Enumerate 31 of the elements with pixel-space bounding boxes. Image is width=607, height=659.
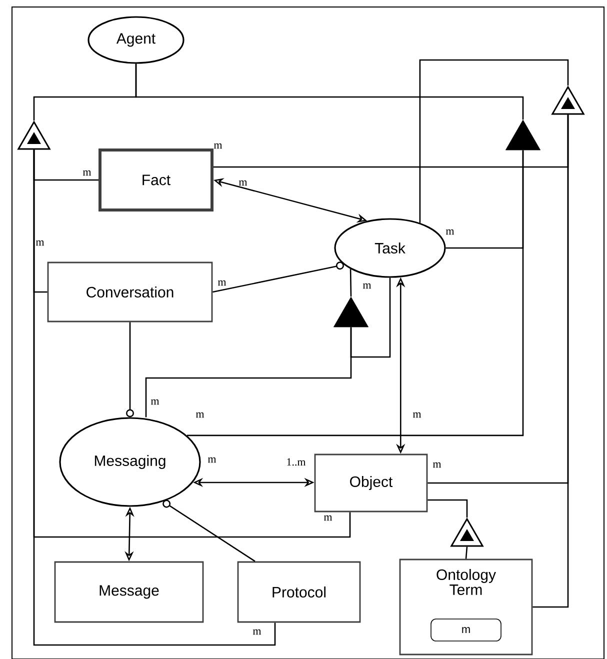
entity-box: Protocol bbox=[237, 561, 361, 623]
entity-box: Fact bbox=[98, 148, 214, 212]
connector-line bbox=[428, 499, 468, 518]
multiplicity-label: m bbox=[214, 143, 222, 149]
multiplicity-label: m bbox=[362, 283, 372, 289]
entity-box: Conversation bbox=[47, 262, 213, 322]
value-box: m bbox=[430, 618, 502, 642]
multiplicity-label: m bbox=[238, 180, 248, 186]
connector-line bbox=[350, 269, 352, 297]
multiplicity-label: m bbox=[82, 170, 92, 176]
multiplicity-label: m bbox=[196, 412, 204, 418]
connector-line bbox=[350, 278, 391, 358]
multiplicity-label: m bbox=[252, 629, 262, 635]
entity-box: Message bbox=[54, 561, 204, 623]
multiplicity-label: m bbox=[412, 412, 422, 418]
multiplicity-label: m bbox=[36, 240, 44, 246]
connector-line bbox=[419, 59, 569, 223]
connector-arrow bbox=[126, 322, 134, 418]
connector-line bbox=[187, 150, 524, 436]
connector-arrow bbox=[212, 262, 344, 293]
connector-line bbox=[145, 327, 352, 418]
entity-box: Object bbox=[314, 454, 428, 512]
subtype-triangle bbox=[505, 120, 541, 150]
connector-line bbox=[532, 114, 569, 608]
multiplicity-label: m bbox=[150, 399, 160, 405]
connector-line bbox=[465, 546, 468, 559]
multiplicity-label: m bbox=[218, 280, 226, 286]
connector-line bbox=[135, 64, 524, 120]
subtype-triangle bbox=[333, 296, 369, 328]
connector-arrow bbox=[162, 500, 256, 562]
connector-line bbox=[33, 150, 276, 646]
